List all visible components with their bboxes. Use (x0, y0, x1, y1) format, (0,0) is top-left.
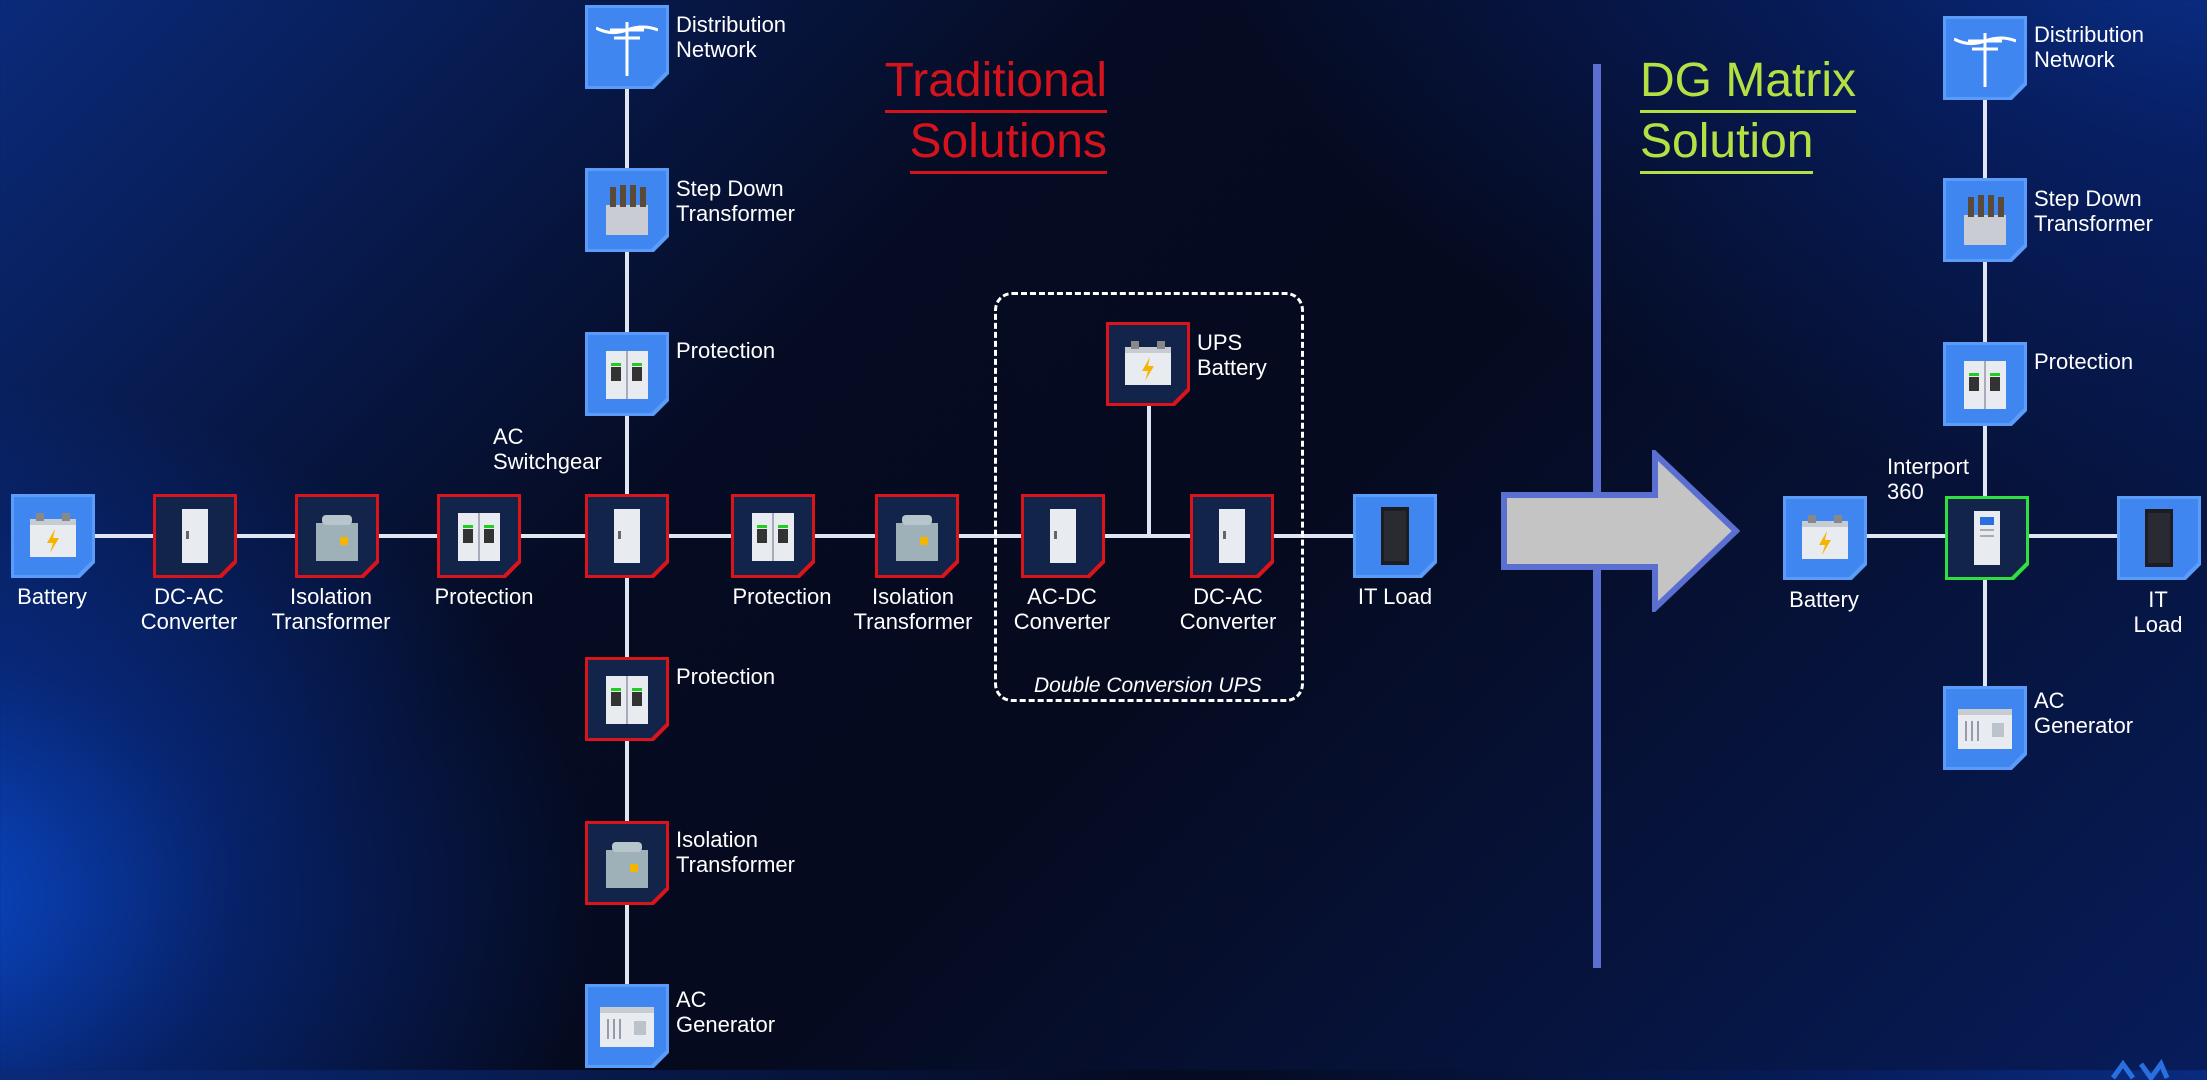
transition-arrow-icon (1501, 450, 1740, 612)
transformer-icon (1964, 195, 2006, 245)
cabinet-icon (182, 509, 208, 563)
generator-icon (600, 1007, 654, 1047)
ups-group-label: Double Conversion UPS (1034, 674, 1262, 697)
double-conversion-ups-group (994, 292, 1304, 702)
dc-ac-converter-left-label: DC-AC Converter (140, 584, 238, 634)
dg-matrix-heading: DG Matrix Solution (1640, 52, 1856, 174)
cabinet-icon (1219, 509, 1245, 563)
traditional-heading: Traditional Solutions (884, 52, 1107, 174)
battery-icon (1125, 341, 1171, 385)
protection-top-label: Protection (676, 338, 776, 363)
dg-distribution-network-label: Distribution Network (2034, 22, 2145, 72)
ac-switchgear-node[interactable] (585, 494, 669, 578)
battery-icon (30, 513, 76, 557)
ac-switchgear-label: AC Switchgear (493, 424, 602, 474)
protection-bottom-label: Protection (676, 664, 776, 689)
server-rack-icon (2145, 509, 2173, 567)
protection-right-node[interactable] (731, 494, 815, 578)
traditional-heading-line1: Traditional (884, 52, 1107, 113)
traditional-heading-line2: Solutions (909, 113, 1107, 174)
it-load-label: IT Load (1357, 584, 1433, 609)
ups-battery-node[interactable] (1106, 322, 1190, 406)
power-pole-icon (596, 22, 658, 76)
ups-battery-label: UPS Battery (1197, 330, 1267, 380)
power-pole-icon (1954, 33, 2016, 87)
ac-generator-label: AC Generator (676, 987, 776, 1037)
interport-cabinet-icon (1974, 511, 2000, 565)
dg-it-load-node[interactable] (2117, 496, 2201, 580)
transformer-icon (606, 185, 648, 235)
switchgear-icon (606, 351, 648, 399)
interport-label: Interport 360 (1887, 454, 1969, 504)
ac-dc-converter-label: AC-DC Converter (1013, 584, 1111, 634)
isolation-transformer-right-node[interactable] (875, 494, 959, 578)
ac-generator-node[interactable] (585, 984, 669, 1068)
protection-right-label: Protection (732, 584, 832, 609)
battery-icon (1802, 515, 1848, 559)
dg-step-down-transformer-label: Step Down Transformer (2034, 186, 2153, 236)
isolation-transformer-icon (896, 515, 938, 561)
cabinet-icon (1050, 509, 1076, 563)
dc-ac-converter-ups-node[interactable] (1190, 494, 1274, 578)
switchgear-icon (458, 513, 500, 561)
it-load-node[interactable] (1353, 494, 1437, 578)
dc-ac-converter-left-node[interactable] (153, 494, 237, 578)
battery-label: Battery (17, 584, 87, 609)
switchgear-icon (752, 513, 794, 561)
dg-ac-generator-node[interactable] (1943, 686, 2027, 770)
dc-ac-converter-ups-label: DC-AC Converter (1179, 584, 1277, 634)
distribution-network-label: Distribution Network (676, 12, 787, 62)
dg-it-load-label: IT Load (2133, 587, 2183, 637)
protection-left-label: Protection (434, 584, 534, 609)
switchgear-icon (1964, 361, 2006, 409)
battery-node[interactable] (11, 494, 95, 578)
dg-heading-line1: DG Matrix (1640, 52, 1856, 113)
protection-left-node[interactable] (437, 494, 521, 578)
server-rack-icon (1381, 507, 1409, 565)
isolation-transformer-icon (316, 515, 358, 561)
dg-distribution-network-node[interactable] (1943, 16, 2027, 100)
dg-battery-label: Battery (1789, 587, 1859, 612)
switchgear-icon (606, 676, 648, 724)
ac-dc-converter-node[interactable] (1021, 494, 1105, 578)
dg-battery-node[interactable] (1783, 496, 1867, 580)
isolation-transformer-icon (606, 842, 648, 888)
distribution-network-node[interactable] (585, 5, 669, 89)
dg-protection-label: Protection (2034, 349, 2134, 374)
isolation-transformer-right-label: Isolation Transformer (853, 584, 973, 634)
dg-heading-line2: Solution (1640, 113, 1814, 174)
protection-top-node[interactable] (585, 332, 669, 416)
isolation-transformer-left-node[interactable] (295, 494, 379, 578)
brand-logo-icon (2110, 1058, 2170, 1080)
generator-icon (1958, 709, 2012, 749)
isolation-transformer-bottom-label: Isolation Transformer (676, 827, 795, 877)
step-down-transformer-node[interactable] (585, 168, 669, 252)
dg-protection-node[interactable] (1943, 342, 2027, 426)
step-down-transformer-label: Step Down Transformer (676, 176, 795, 226)
isolation-transformer-bottom-node[interactable] (585, 821, 669, 905)
cabinet-icon (614, 509, 640, 563)
interport-360-node[interactable] (1945, 496, 2029, 580)
dg-step-down-transformer-node[interactable] (1943, 178, 2027, 262)
dg-ac-generator-label: AC Generator (2034, 688, 2134, 738)
protection-bottom-node[interactable] (585, 657, 669, 741)
isolation-transformer-left-label: Isolation Transformer (271, 584, 391, 634)
